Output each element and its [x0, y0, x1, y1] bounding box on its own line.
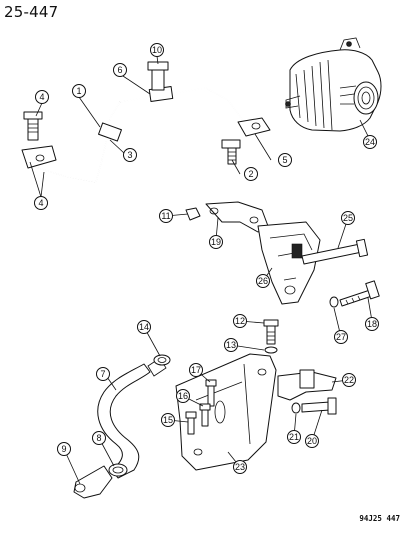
bolt-14 [185, 411, 197, 435]
svg-text:5: 5 [282, 155, 287, 165]
bracket-22 [175, 353, 277, 471]
svg-text:13: 13 [226, 340, 236, 350]
bolt-15 [199, 403, 211, 427]
svg-text:2: 2 [248, 169, 253, 179]
callout-21: 22 [342, 373, 356, 387]
callout-17: 18 [365, 317, 379, 331]
callout-5: 6 [113, 63, 127, 77]
svg-text:7: 7 [100, 369, 105, 379]
bolt-27 [221, 139, 241, 165]
bolt-19 [301, 397, 337, 415]
svg-text:12: 12 [235, 316, 245, 326]
svg-text:10: 10 [152, 45, 162, 55]
svg-text:6: 6 [117, 65, 122, 75]
svg-text:4: 4 [39, 92, 44, 102]
callout-26: 27 [334, 330, 348, 344]
callout-25: 26 [256, 274, 270, 288]
callout-18: 19 [209, 235, 223, 249]
figure-code: 94J25 447 [359, 514, 400, 523]
callout-24: 25 [341, 211, 355, 225]
clamp-7 [108, 463, 128, 477]
svg-text:24: 24 [365, 137, 375, 147]
sensor-9 [147, 61, 169, 91]
page-number: 25-447 [4, 3, 59, 21]
callout-3: 4 [35, 90, 49, 104]
svg-text:19: 19 [211, 237, 221, 247]
callout-8: 9 [57, 442, 71, 456]
nut-10 [185, 207, 201, 221]
washer-26 [329, 296, 339, 308]
washer-20 [291, 402, 301, 414]
svg-text:25: 25 [343, 213, 353, 223]
fitting-8 [73, 465, 113, 499]
callout-27: 2 [244, 167, 258, 181]
callout-9: 10 [150, 43, 164, 57]
svg-text:14: 14 [139, 322, 149, 332]
svg-text:16: 16 [178, 391, 188, 401]
callout-1: 1 [72, 84, 86, 98]
bolt-11 [263, 319, 279, 345]
callout-12: 13 [224, 338, 238, 352]
callout-22: 23 [233, 460, 247, 474]
svg-text:27: 27 [336, 332, 346, 342]
tube-assembly [21, 86, 271, 183]
callout-4-left: 4 [34, 196, 48, 210]
svg-text:9: 9 [61, 444, 66, 454]
svg-text:3: 3 [127, 150, 132, 160]
svg-text:8: 8 [96, 433, 101, 443]
clamp-13 [153, 354, 171, 366]
bolt-24 [301, 238, 369, 265]
bolt-3 [23, 111, 43, 141]
callout-13: 14 [137, 320, 151, 334]
bracket-21 [277, 369, 337, 401]
svg-text:21: 21 [289, 432, 299, 442]
svg-text:11: 11 [161, 211, 170, 221]
callout-15: 16 [176, 389, 190, 403]
callout-4-right: 5 [278, 153, 292, 167]
callout-23: 24 [363, 135, 377, 149]
callout-20: 21 [287, 430, 301, 444]
svg-text:22: 22 [344, 375, 354, 385]
svg-text:15: 15 [163, 415, 173, 425]
bolt-17 [339, 280, 380, 307]
svg-text:18: 18 [367, 319, 377, 329]
bracket-25 [257, 221, 321, 305]
bolt-16 [205, 379, 217, 407]
svg-text:23: 23 [235, 462, 245, 472]
callout-7: 8 [92, 431, 106, 445]
callout-16: 17 [189, 363, 203, 377]
callout-2: 3 [123, 148, 137, 162]
alternator [285, 37, 382, 132]
svg-text:4: 4 [38, 198, 43, 208]
callout-11: 12 [233, 314, 247, 328]
callout-10: 11 [159, 209, 173, 223]
callout-14: 15 [161, 413, 175, 427]
svg-text:20: 20 [307, 436, 317, 446]
svg-text:1: 1 [76, 86, 81, 96]
callout-19: 20 [305, 434, 319, 448]
svg-text:26: 26 [258, 276, 268, 286]
svg-text:17: 17 [191, 365, 201, 375]
washer-12 [264, 346, 278, 354]
callout-6: 7 [96, 367, 110, 381]
